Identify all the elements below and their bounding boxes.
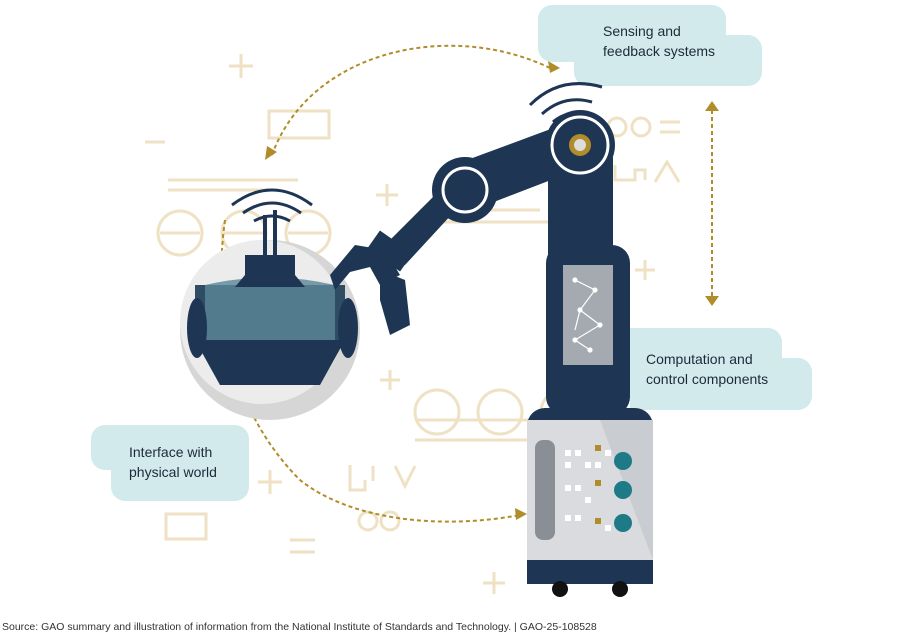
wheel	[552, 581, 568, 597]
control-knob	[614, 481, 632, 499]
control-knob	[614, 452, 632, 470]
grasped-object	[180, 210, 360, 420]
control-knob	[614, 514, 632, 532]
label-computation-control: Computation and control components	[646, 351, 769, 387]
callout-bubble-interface	[91, 425, 249, 501]
circuit-icon	[572, 277, 603, 353]
wheel	[612, 581, 628, 597]
indicator-lights	[565, 445, 611, 531]
label-interface-physical-world: Interface with physical world	[129, 444, 217, 480]
background-decorations	[145, 54, 681, 594]
control-cabinet	[527, 408, 653, 597]
callout-bubble-computation	[630, 328, 812, 410]
callout-bubble-sensing	[538, 5, 762, 86]
source-note: Source: GAO summary and illustration of …	[2, 621, 597, 633]
robot-arm	[330, 110, 630, 415]
label-sensing-feedback: Sensing and feedback systems	[603, 23, 716, 59]
arrowheads	[265, 61, 719, 520]
